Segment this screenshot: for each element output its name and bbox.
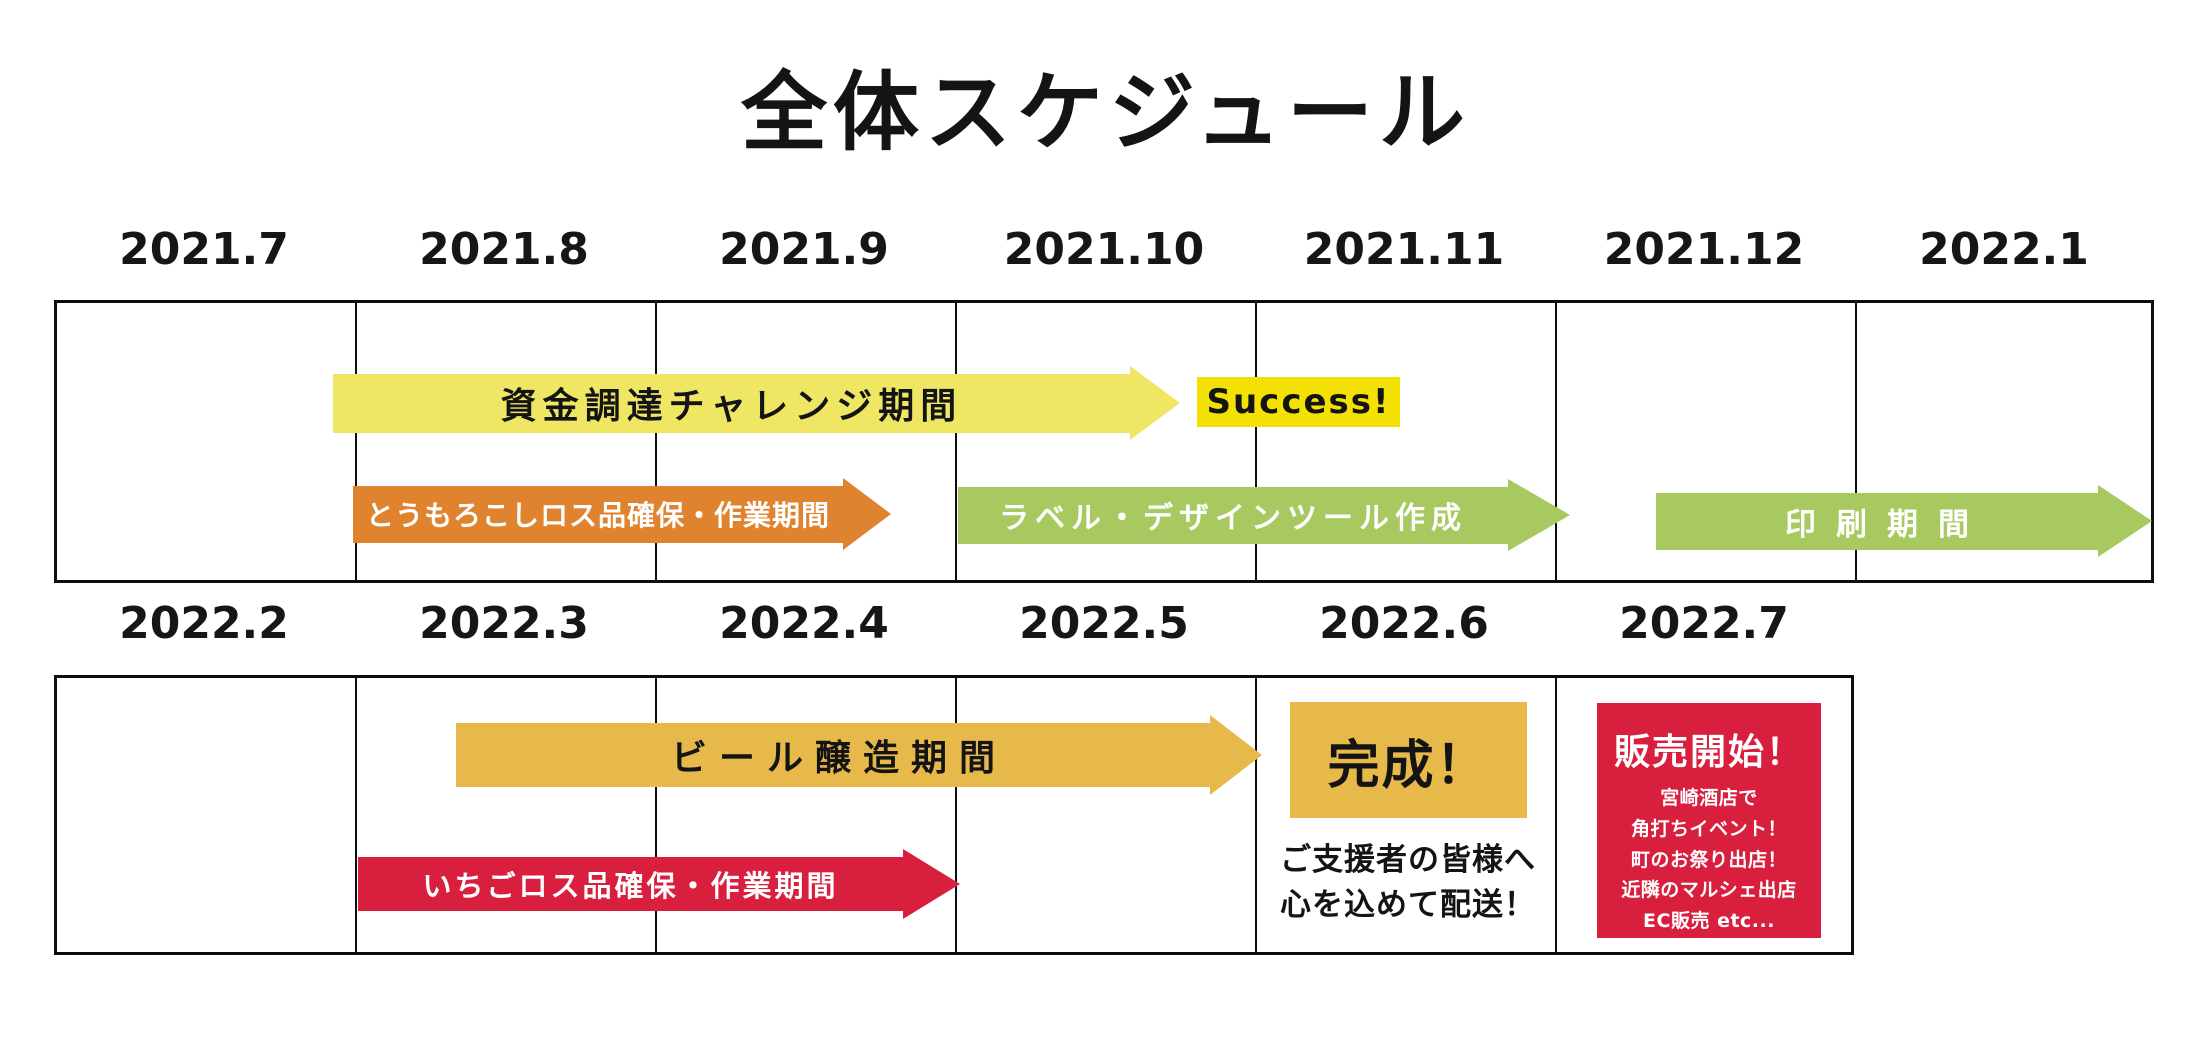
arrow-head-icon <box>843 478 891 550</box>
grid-divider <box>655 303 657 580</box>
month-label: 2022.4 <box>719 598 889 649</box>
grid-divider <box>955 678 957 952</box>
printing-arrow: 印刷期間 <box>1656 485 2152 557</box>
month-label: 2022.5 <box>1019 598 1189 649</box>
sales-badge-line: 宮崎酒店で <box>1660 787 1758 809</box>
arrow-head-icon <box>1130 366 1180 440</box>
arrow-label: とうもろこしロス品確保・作業期間 <box>365 499 830 532</box>
sales-badge-line: 角打ちイベント！ <box>1630 817 1787 840</box>
arrow-head-icon <box>1210 715 1262 795</box>
completion-badge: 完成！ <box>1290 702 1527 818</box>
delivery-note: ご支援者の皆様へ 心を込めて配送！ <box>1258 838 1558 928</box>
timeline-grid-2021 <box>54 300 2154 583</box>
label-design-arrow: ラベル・デザインツール作成 <box>958 479 1570 551</box>
month-label: 2021.8 <box>419 224 589 275</box>
beer-brewing-arrow: ビール醸造期間 <box>456 715 1262 795</box>
grid-divider <box>1555 678 1557 952</box>
arrow-label: 印刷期間 <box>1785 506 1989 543</box>
badge-label: Success! <box>1206 382 1391 422</box>
month-label: 2021.7 <box>119 224 289 275</box>
month-label: 2021.10 <box>1003 224 1205 275</box>
badge-label: 完成！ <box>1327 735 1490 796</box>
funding-challenge-arrow: 資金調達チャレンジ期間 <box>333 366 1180 440</box>
timeline-grid-2022 <box>54 675 1854 955</box>
arrow-label: 資金調達チャレンジ期間 <box>500 386 963 427</box>
month-label: 2021.12 <box>1603 224 1805 275</box>
delivery-note-line: ご支援者の皆様へ <box>1280 842 1536 878</box>
sales-badge-title: 販売開始！ <box>1613 732 1804 773</box>
page-title: 全体スケジュール <box>741 63 1471 163</box>
sales-badge-line: 近隣のマルシェ出店 <box>1621 879 1797 902</box>
arrow-head-icon <box>1508 479 1570 551</box>
grid-divider <box>1855 303 1857 580</box>
arrow-head-icon <box>903 849 960 919</box>
grid-divider <box>355 303 357 580</box>
month-label: 2022.7 <box>1619 598 1789 649</box>
month-label: 2022.2 <box>119 598 289 649</box>
success-badge: Success! <box>1197 377 1400 427</box>
month-label: 2021.9 <box>719 224 889 275</box>
arrow-head-icon <box>2098 485 2152 557</box>
arrow-label: ビール醸造期間 <box>670 738 1007 779</box>
corn-loss-arrow: とうもろこしロス品確保・作業期間 <box>353 478 891 550</box>
grid-divider <box>1555 303 1557 580</box>
month-label: 2022.3 <box>419 598 589 649</box>
month-label: 2022.1 <box>1919 224 2089 275</box>
grid-divider <box>1255 303 1257 580</box>
month-label: 2021.11 <box>1303 224 1505 275</box>
grid-divider <box>655 678 657 952</box>
sales-badge-line: EC販売 etc... <box>1643 910 1775 933</box>
month-label: 2022.6 <box>1319 598 1489 649</box>
grid-divider <box>955 303 957 580</box>
strawberry-loss-arrow: いちごロス品確保・作業期間 <box>358 849 960 919</box>
sales-start-badge: 販売開始！ 宮崎酒店で 角打ちイベント！ 町のお祭り出店！ 近隣のマルシェ出店 … <box>1597 703 1821 938</box>
arrow-label: ラベル・デザインツール作成 <box>999 501 1467 536</box>
delivery-note-line: 心を込めて配送！ <box>1280 886 1536 923</box>
sales-badge-line: 町のお祭り出店！ <box>1630 848 1787 871</box>
grid-divider <box>355 678 357 952</box>
arrow-label: いちごロス品確保・作業期間 <box>422 869 839 903</box>
grid-divider <box>1255 678 1257 952</box>
